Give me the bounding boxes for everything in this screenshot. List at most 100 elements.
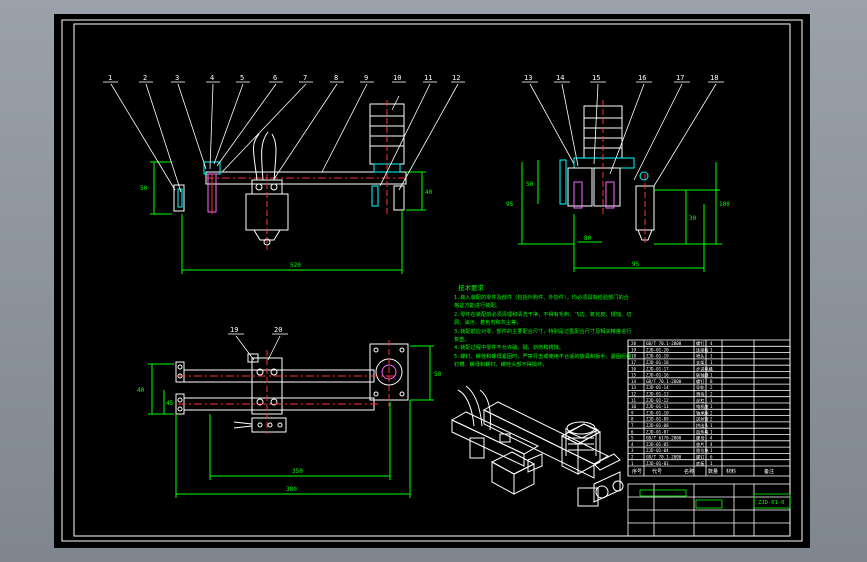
bom-row-qty: 4 (710, 442, 713, 447)
bom-row-name: 加热块 (696, 428, 709, 435)
bom-row-qty: 1 (710, 461, 713, 466)
bom-row-qty: 1 (710, 404, 713, 409)
balloon-19: 19 (230, 326, 238, 334)
bom-row-name: 电机座 (696, 403, 709, 410)
bom-row-qty: 6 (710, 455, 713, 460)
dim-front-height-right: 40 (425, 189, 433, 196)
bom-row-name: 丝杠 (696, 397, 704, 404)
balloon-5: 5 (240, 74, 244, 82)
bom-row-name: 挤出头 (696, 422, 709, 429)
front-view (173, 100, 407, 250)
title-block (627, 483, 791, 537)
bom-row-name: 螺钉 (696, 340, 705, 347)
bom-row-no: 20 (631, 341, 637, 346)
bom-row-code: GB/T 70.1-2000 (646, 341, 682, 346)
bom-row-no: 14 (631, 379, 637, 384)
side-dims (518, 160, 722, 272)
note-line-5: 5.螺钉、螺栓和螺母紧固时，严禁打击或使用不合适的旋具和扳手。紧固后螺钉槽、螺母… (454, 353, 632, 369)
balloon-labels: 1 2 3 4 5 6 7 8 9 10 11 12 13 14 15 16 1… (108, 74, 718, 334)
bom-row-qty: 2 (710, 392, 713, 397)
bom-row-no: 15 (631, 373, 637, 378)
bom-row-qty: 1 (710, 360, 713, 365)
bom-row-code: ZJD-01-05 (646, 442, 669, 447)
bom-row-qty: 1 (710, 373, 713, 378)
bom-row-name: 螺母 (696, 435, 704, 442)
bom-table (627, 339, 791, 477)
bom-row-no: 19 (631, 347, 637, 352)
dim-side-height-1: 95 (506, 201, 514, 208)
dim-plan-left-1: 40 (137, 387, 145, 394)
bom-row-name: 导轨 (696, 384, 705, 391)
bom-row-name: 滑块 (696, 391, 705, 398)
bom-row-qty: 2 (710, 417, 713, 422)
bom-row-name: 送丝管 (696, 416, 709, 423)
bom-row-no: 11 (631, 398, 637, 403)
bom-row-code: ZJD-01-20 (646, 347, 669, 352)
bom-row-name: 螺钉 (696, 454, 705, 461)
bom-row-no: 1 (631, 461, 634, 466)
dim-front-height-left: 50 (140, 185, 148, 192)
notes-title: 技术要求 (458, 283, 485, 292)
bom-row-no: 8 (631, 417, 634, 422)
bom-row-no: 2 (631, 455, 634, 460)
bom-row-qty: 1 (710, 347, 713, 352)
bom-row-qty: 1 (710, 398, 713, 403)
dim-side-small: 30 (689, 215, 697, 222)
bom-row-name: 喷头 (696, 353, 704, 360)
bom-row-name: 联轴器 (696, 372, 709, 379)
bom-row-name: 连接板 (696, 346, 709, 353)
balloon-3: 3 (175, 74, 179, 82)
plan-dims (148, 345, 434, 498)
bom-row-no: 18 (631, 354, 637, 359)
balloon-14: 14 (556, 74, 564, 82)
balloon-7: 7 (303, 74, 307, 82)
inner-border (73, 23, 791, 537)
balloon-9: 9 (364, 74, 368, 82)
balloon-11: 11 (424, 74, 432, 82)
bom-row-no: 13 (631, 385, 637, 390)
bom-row-code: GB/T 6170-2000 (646, 436, 682, 441)
balloon-baselines (103, 81, 724, 335)
balloon-15: 15 (592, 74, 600, 82)
bom-header-material: 材料 (726, 468, 736, 475)
bom-row-no: 17 (631, 360, 637, 365)
bom-row-code: ZJD-01-01 (646, 461, 669, 466)
bom-row-name: 螺钉 (696, 378, 705, 385)
balloon-2: 2 (143, 74, 147, 82)
bom-row-qty: 1 (710, 366, 713, 371)
bom-row-qty: 1 (710, 354, 713, 359)
balloon-1: 1 (108, 74, 112, 82)
bom-row-code: ZJD-01-17 (646, 366, 669, 371)
bom-header-qty: 数量 (708, 468, 718, 475)
bom-row-code: ZJD-01-16 (646, 373, 669, 378)
drawing-sheet[interactable]: 520 50 40 1 2 3 (54, 14, 810, 548)
bom-row-qty: 1 (710, 429, 713, 434)
dim-side-height-2: 50 (526, 181, 534, 188)
dim-side-width: 95 (632, 261, 640, 268)
bom-row-no: 5 (631, 436, 634, 441)
side-view (559, 100, 655, 246)
bom-header-code: 代号 (652, 468, 662, 475)
outer-border (61, 19, 803, 542)
bom-row-no: 6 (631, 429, 634, 434)
balloon-10: 10 (393, 74, 401, 82)
bom-row-no: 3 (631, 448, 634, 453)
bom-row-code: ZJD-01-10 (646, 410, 669, 415)
bom-row-code: ZJD-01-07 (646, 429, 669, 434)
dim-front-width: 520 (290, 262, 301, 269)
balloon-18: 18 (710, 74, 718, 82)
bom-row-code: ZJD-01-12 (646, 398, 669, 403)
balloon-16: 16 (638, 74, 646, 82)
bom-row-no: 9 (631, 410, 634, 415)
dim-plan-left-2: 45 (166, 400, 174, 407)
bom-header-name: 名称 (684, 468, 694, 475)
note-line-2: 2.零件在装配前必须清理和清洗干净，不得有毛刺、飞边、氧化皮、锈蚀、切屑、油污、… (454, 311, 632, 327)
bom-row-name: 底板 (696, 460, 705, 467)
bom-row-qty: 1 (710, 423, 713, 428)
bom-row-name: 轴承座 (696, 409, 709, 416)
dim-plan-outer: 380 (286, 486, 297, 493)
bom-row-qty: 4 (710, 436, 713, 441)
bom-row-no: 10 (631, 404, 637, 409)
